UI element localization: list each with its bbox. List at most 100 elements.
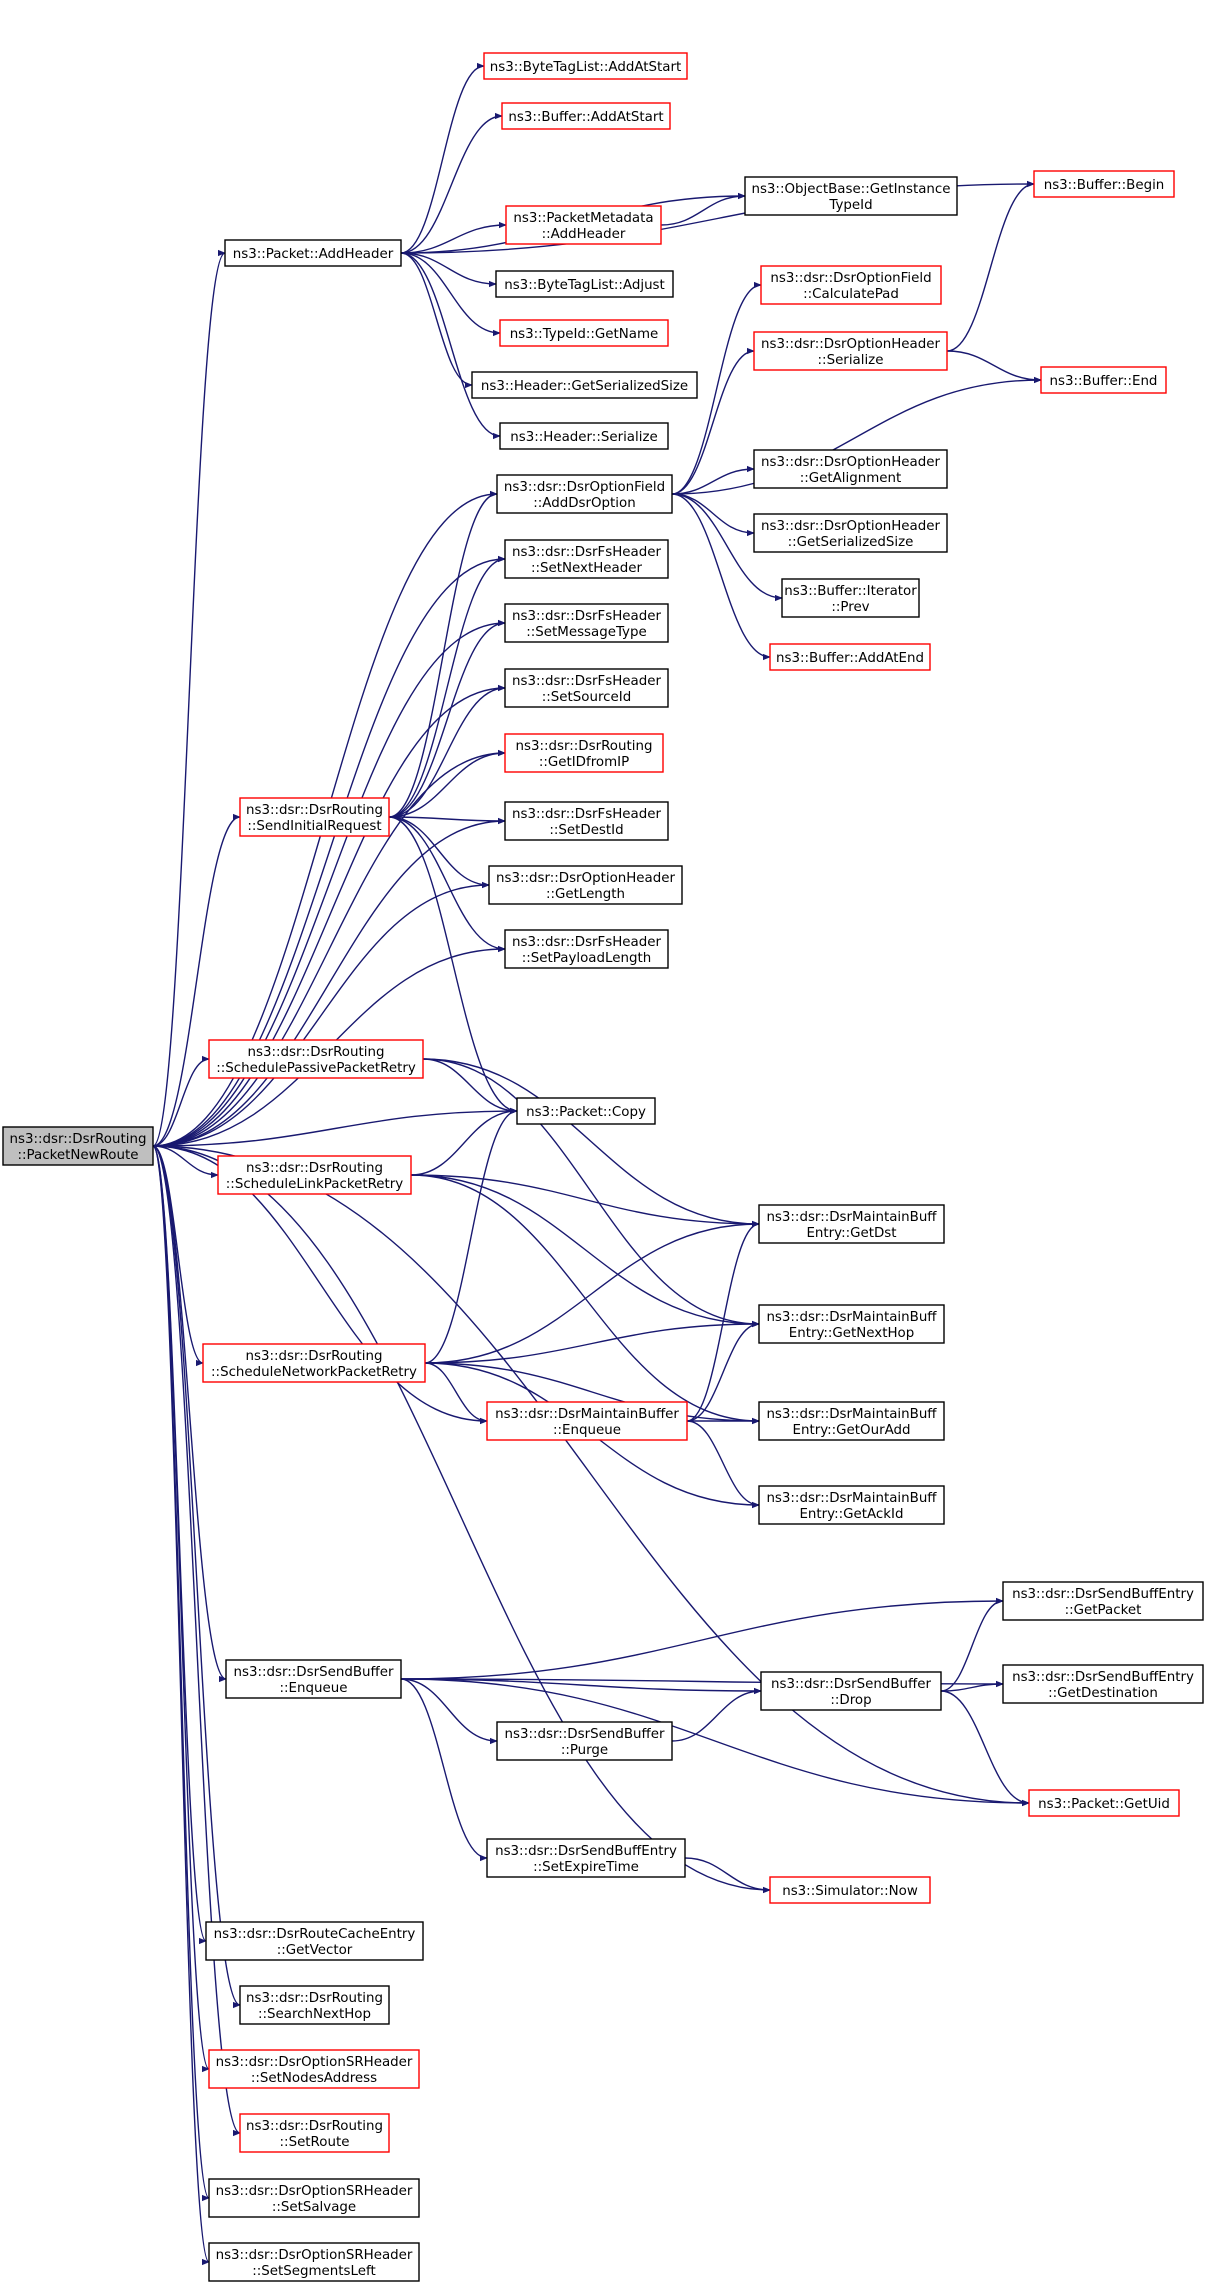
edge-root-to-oh_getlength [152, 881, 490, 1147]
node-buf_addatend[interactable]: ns3::Buffer::AddAtEnd [769, 643, 931, 671]
node-label-mbe_getnexthop-line-1: Entry::GetNextHop [789, 1326, 915, 1341]
node-buf_addatstart[interactable]: ns3::Buffer::AddAtStart [501, 102, 671, 130]
node-sr_setsalvage[interactable]: ns3::dsr::DsrOptionSRHeader::SetSalvage [208, 2178, 420, 2218]
edge-addheader-to-buf_addatstart [400, 112, 503, 254]
node-label-sbe_setexpiretime-line-0: ns3::dsr::DsrSendBuffEntry [495, 1844, 677, 1859]
node-sim_now[interactable]: ns3::Simulator::Now [769, 1876, 931, 1904]
node-btl_adjust[interactable]: ns3::ByteTagList::Adjust [495, 270, 674, 298]
node-dr_schednetwork[interactable]: ns3::dsr::DsrRouting::ScheduleNetworkPac… [202, 1343, 426, 1383]
node-hdr_serialize[interactable]: ns3::Header::Serialize [499, 422, 669, 450]
edge-sb_enqueue-to-packet_getuid [400, 1678, 1030, 1807]
edge-dr_schedpassive-to-packet_copy [422, 1058, 518, 1115]
node-bufit_prev[interactable]: ns3::Buffer::Iterator::Prev [781, 578, 920, 618]
node-fs_setpayloadlength[interactable]: ns3::dsr::DsrFsHeader::SetPayloadLength [504, 929, 669, 969]
node-packet_copy[interactable]: ns3::Packet::Copy [516, 1097, 656, 1125]
node-sbe_getdestination[interactable]: ns3::dsr::DsrSendBuffEntry::GetDestinati… [1002, 1664, 1204, 1704]
node-oh_getlength[interactable]: ns3::dsr::DsrOptionHeader::GetLength [488, 865, 683, 905]
node-label-oh_getlength-line-1: ::GetLength [546, 887, 625, 902]
node-dr_setroute[interactable]: ns3::dsr::DsrRouting::SetRoute [239, 2113, 390, 2153]
node-label-addheader-line-0: ns3::Packet::AddHeader [233, 247, 394, 262]
node-label-bufit_prev-line-1: ::Prev [831, 600, 869, 615]
node-btl_addatstart[interactable]: ns3::ByteTagList::AddAtStart [483, 52, 688, 80]
node-fs_setmessagetype[interactable]: ns3::dsr::DsrFsHeader::SetMessageType [504, 603, 669, 643]
node-sbe_getpacket[interactable]: ns3::dsr::DsrSendBuffEntry::GetPacket [1002, 1581, 1204, 1621]
edge-of_adddsroption-to-oh_getalignment [671, 465, 755, 495]
node-rce_getvector[interactable]: ns3::dsr::DsrRouteCacheEntry::GetVector [205, 1921, 424, 1961]
node-typeid_getname[interactable]: ns3::TypeId::GetName [499, 319, 669, 347]
node-hdr_getsersize[interactable]: ns3::Header::GetSerializedSize [471, 371, 698, 399]
edge-oh_serialize-to-buf_end [946, 350, 1042, 384]
node-box-mb_enqueue [486, 1401, 688, 1441]
edge-mb_enqueue-to-mbe_getackid [686, 1420, 760, 1509]
node-addheader[interactable]: ns3::Packet::AddHeader [224, 239, 402, 267]
node-sbe_setexpiretime[interactable]: ns3::dsr::DsrSendBuffEntry::SetExpireTim… [486, 1838, 686, 1878]
node-label-fs_setdestid-line-0: ns3::dsr::DsrFsHeader [512, 807, 661, 822]
node-box-packet_copy [516, 1097, 656, 1125]
node-box-oh_serialize [753, 331, 948, 371]
node-box-sbe_getdestination [1002, 1664, 1204, 1704]
node-box-sr_setsegmentsleft [208, 2242, 420, 2282]
node-oh_getalignment[interactable]: ns3::dsr::DsrOptionHeader::GetAlignment [753, 449, 948, 489]
edge-dr_schedpassive-to-mbe_getnexthop [422, 1058, 760, 1328]
node-box-dr_setroute [239, 2113, 390, 2153]
edge-oh_serialize-to-buf_begin [946, 180, 1035, 352]
node-fs_setdestid[interactable]: ns3::dsr::DsrFsHeader::SetDestId [504, 801, 669, 841]
node-packet_getuid[interactable]: ns3::Packet::GetUid [1028, 1789, 1180, 1817]
node-sb_drop[interactable]: ns3::dsr::DsrSendBuffer::Drop [760, 1671, 942, 1711]
node-sr_setnodesaddress[interactable]: ns3::dsr::DsrOptionSRHeader::SetNodesAdd… [208, 2049, 420, 2089]
node-box-root [2, 1126, 154, 1166]
node-pm_addheader[interactable]: ns3::PacketMetadata::AddHeader [505, 205, 662, 245]
node-dr_schedpassive[interactable]: ns3::dsr::DsrRouting::SchedulePassivePac… [208, 1039, 424, 1079]
node-oh_serialize[interactable]: ns3::dsr::DsrOptionHeader::Serialize [753, 331, 948, 371]
node-mbe_getouradd[interactable]: ns3::dsr::DsrMaintainBuffEntry::GetOurAd… [758, 1401, 945, 1441]
node-label-dr_sendinitialrequest-line-1: ::SendInitialRequest [247, 819, 381, 834]
edge-dr_sendinitialrequest-to-dr_getidfromip [388, 749, 506, 818]
node-label-buf_addatend-line-0: ns3::Buffer::AddAtEnd [776, 651, 924, 666]
edge-dr_sendinitialrequest-to-of_adddsroption [388, 490, 498, 818]
node-dr_schedlink[interactable]: ns3::dsr::DsrRouting::ScheduleLinkPacket… [217, 1155, 412, 1195]
node-sb_enqueue[interactable]: ns3::dsr::DsrSendBuffer::Enqueue [225, 1659, 402, 1699]
node-fs_setnextheader[interactable]: ns3::dsr::DsrFsHeader::SetNextHeader [504, 539, 669, 579]
node-mbe_getnexthop[interactable]: ns3::dsr::DsrMaintainBuffEntry::GetNextH… [758, 1304, 945, 1344]
edge-of_adddsroption-to-oh_serialize [671, 347, 755, 495]
node-sr_setsegmentsleft[interactable]: ns3::dsr::DsrOptionSRHeader::SetSegments… [208, 2242, 420, 2282]
node-label-dr_searchnexthop-line-1: ::SearchNextHop [258, 2007, 371, 2022]
node-fs_setsourceid[interactable]: ns3::dsr::DsrFsHeader::SetSourceId [504, 668, 669, 708]
node-of_adddsroption[interactable]: ns3::dsr::DsrOptionField::AddDsrOption [496, 474, 673, 514]
node-sb_purge[interactable]: ns3::dsr::DsrSendBuffer::Purge [496, 1721, 673, 1761]
node-label-fs_setdestid-line-1: ::SetDestId [549, 823, 623, 838]
node-oh_getsersize[interactable]: ns3::dsr::DsrOptionHeader::GetSerialized… [753, 513, 948, 553]
node-of_calcpad[interactable]: ns3::dsr::DsrOptionField::CalculatePad [760, 265, 942, 305]
node-box-oh_getsersize [753, 513, 948, 553]
node-box-rce_getvector [205, 1921, 424, 1961]
node-box-of_adddsroption [496, 474, 673, 514]
node-label-oh_getsersize-line-0: ns3::dsr::DsrOptionHeader [761, 519, 941, 534]
edge-addheader-to-btl_addatstart [400, 62, 485, 254]
node-label-buf_end-line-0: ns3::Buffer::End [1050, 374, 1158, 389]
edge-sb_drop-to-sbe_getpacket [940, 1597, 1004, 1692]
node-label-fs_setsourceid-line-0: ns3::dsr::DsrFsHeader [512, 674, 661, 689]
node-box-fs_setdestid [504, 801, 669, 841]
node-box-sr_setnodesaddress [208, 2049, 420, 2089]
node-buf_begin[interactable]: ns3::Buffer::Begin [1033, 170, 1175, 198]
node-buf_end[interactable]: ns3::Buffer::End [1040, 366, 1167, 394]
edge-sb_drop-to-packet_getuid [940, 1690, 1030, 1807]
node-label-sr_setsalvage-line-1: ::SetSalvage [272, 2200, 356, 2215]
edge-dr_sendinitialrequest-to-fs_setnextheader [388, 555, 506, 818]
node-dr_sendinitialrequest[interactable]: ns3::dsr::DsrRouting::SendInitialRequest [239, 797, 390, 837]
node-label-oh_getlength-line-0: ns3::dsr::DsrOptionHeader [496, 871, 676, 886]
edge-addheader-to-pm_addheader [400, 221, 507, 254]
node-label-sbe_getdestination-line-0: ns3::dsr::DsrSendBuffEntry [1012, 1670, 1194, 1685]
node-dr_getidfromip[interactable]: ns3::dsr::DsrRouting::GetIDfromIP [504, 733, 664, 773]
edge-dr_schednetwork-to-mb_enqueue [424, 1362, 488, 1425]
node-label-fs_setnextheader-line-0: ns3::dsr::DsrFsHeader [512, 545, 661, 560]
node-dr_searchnexthop[interactable]: ns3::dsr::DsrRouting::SearchNextHop [239, 1985, 390, 2025]
edge-sb_enqueue-to-sbe_setexpiretime [400, 1678, 488, 1862]
node-label-sr_setsegmentsleft-line-0: ns3::dsr::DsrOptionSRHeader [216, 2248, 413, 2263]
node-box-sb_enqueue [225, 1659, 402, 1699]
node-mb_enqueue[interactable]: ns3::dsr::DsrMaintainBuffer::Enqueue [486, 1401, 688, 1441]
